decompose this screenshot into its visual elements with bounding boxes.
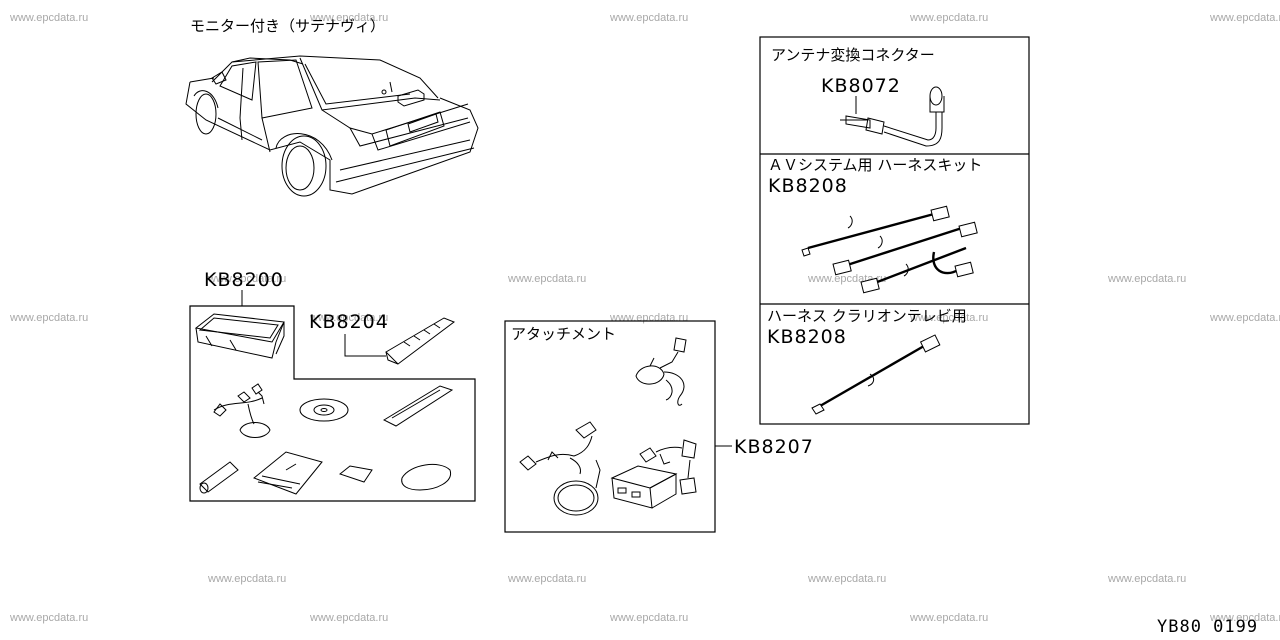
attachment-box-outline	[504, 320, 716, 533]
harness-plug-icon	[639, 439, 697, 495]
part-number-kb8204: KB8204	[309, 311, 389, 333]
adapter-unit-icon	[610, 465, 678, 509]
watermark: www.epcdata.ru	[309, 312, 388, 324]
part-number-kb8200: KB8200	[204, 269, 284, 291]
car-illustration	[185, 55, 479, 197]
watermark: www.epcdata.ru	[207, 273, 286, 285]
tv-title: ハーネス クラリオンテレビ用	[767, 307, 967, 325]
attachment-title: アタッチメント	[511, 325, 616, 343]
watermark: www.epcdata.ru	[507, 573, 586, 585]
watermark: www.epcdata.ru	[507, 273, 586, 285]
watermark: www.epcdata.ru	[309, 12, 388, 24]
watermark: www.epcdata.ru	[1209, 12, 1280, 24]
watermark: www.epcdata.ru	[1209, 612, 1280, 624]
battery-icon	[199, 461, 239, 494]
watermark: www.epcdata.ru	[9, 612, 88, 624]
right-column: アンテナ変換コネクター KB8072 ＡＶシステム用 ハーネスキット KB820…	[759, 36, 1030, 425]
watermark: www.epcdata.ru	[1107, 573, 1186, 585]
av-title: ＡＶシステム用 ハーネスキット	[768, 156, 982, 174]
antenna-title: アンテナ変換コネクター	[771, 46, 935, 64]
watermark: www.epcdata.ru	[9, 312, 88, 324]
watermark-layer: www.epcdata.ru www.epcdata.ru www.epcdat…	[9, 12, 1280, 624]
watermark: www.epcdata.ru	[1209, 312, 1280, 324]
watermark: www.epcdata.ru	[207, 573, 286, 585]
watermark: www.epcdata.ru	[909, 612, 988, 624]
harness-connector-icon	[635, 337, 687, 406]
leader-line	[344, 334, 386, 357]
remote-control-icon	[385, 317, 456, 365]
kb8200-group: KB8200	[189, 269, 476, 502]
watermark: www.epcdata.ru	[609, 312, 688, 324]
kb8204-group: KB8204	[309, 311, 456, 365]
wire-harness-icon	[213, 383, 271, 438]
watermark: www.epcdata.ru	[909, 312, 988, 324]
watermark: www.epcdata.ru	[609, 12, 688, 24]
right-column-outline	[759, 36, 1030, 425]
card-icon	[338, 465, 373, 483]
watermark: www.epcdata.ru	[9, 12, 88, 24]
watermark: www.epcdata.ru	[309, 612, 388, 624]
av-harness-kit-icon	[801, 205, 978, 294]
part-number-kb8072: KB8072	[821, 75, 901, 97]
part-number-kb8208-tv: KB8208	[767, 326, 847, 348]
remote-icon	[382, 385, 454, 427]
diagram-code: YB80 0199	[1157, 617, 1258, 637]
monitor-icon	[194, 313, 285, 359]
part-number-kb8208-av: KB8208	[768, 175, 848, 197]
antenna-connector-icon	[840, 86, 945, 147]
watermark: www.epcdata.ru	[609, 612, 688, 624]
watermark: www.epcdata.ru	[909, 12, 988, 24]
kb8200-box-outline	[189, 305, 476, 502]
vehicle-caption: モニター付き（サテナヴィ）	[190, 17, 385, 35]
watermark: www.epcdata.ru	[1107, 273, 1186, 285]
part-number-kb8207: KB8207	[734, 436, 814, 458]
pad-icon	[401, 463, 452, 491]
attachment-group: アタッチメント KB8207	[504, 320, 814, 533]
disc-icon	[299, 398, 349, 422]
watermark: www.epcdata.ru	[807, 573, 886, 585]
harness-cable-icon	[519, 421, 601, 516]
manual-icon	[253, 451, 323, 495]
tv-harness-icon	[811, 334, 941, 415]
